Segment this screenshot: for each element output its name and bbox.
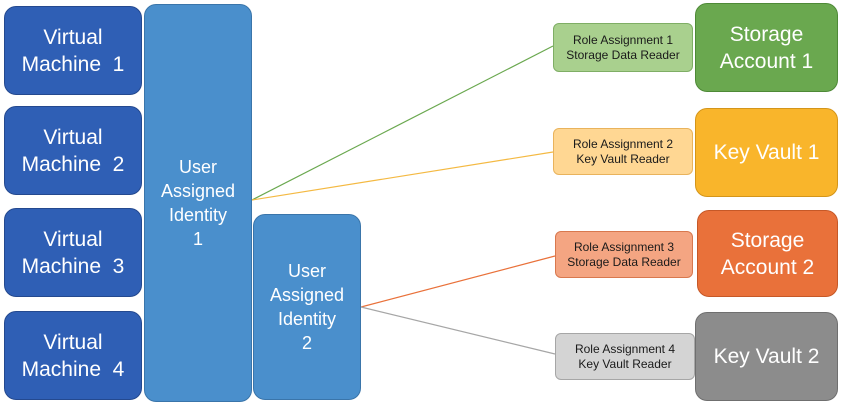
user-assigned-identity-1[interactable]: User Assigned Identity 1 — [144, 4, 252, 402]
vm-label-line2: Machine 3 — [21, 254, 125, 278]
resource-label-line1: Key Vault 2 — [713, 345, 820, 368]
role-assignment-2[interactable]: Role Assignment 2 Key Vault Reader — [553, 128, 693, 175]
user-assigned-identity-2[interactable]: User Assigned Identity 2 — [253, 214, 361, 400]
vm-label-line2: Machine 2 — [21, 152, 125, 176]
role-assignment-role: Key Vault Reader — [578, 356, 672, 371]
connector-identity1-role2 — [251, 151, 554, 201]
virtual-machine-3[interactable]: Virtual Machine 3 — [4, 208, 142, 297]
resource-label-line2: Account 2 — [720, 255, 815, 279]
vm-label-line1: Virtual — [43, 25, 103, 49]
virtual-machine-1[interactable]: Virtual Machine 1 — [4, 6, 142, 95]
storage-account-2[interactable]: Storage Account 2 — [697, 210, 838, 297]
storage-account-1[interactable]: Storage Account 1 — [695, 3, 838, 92]
resource-label-line1: Storage — [730, 228, 805, 252]
virtual-machine-4[interactable]: Virtual Machine 4 — [4, 311, 142, 400]
identity-label-line3: Identity — [277, 309, 337, 329]
virtual-machine-2[interactable]: Virtual Machine 2 — [4, 106, 142, 195]
key-vault-2[interactable]: Key Vault 2 — [695, 312, 838, 401]
identity-label-line4: 1 — [192, 229, 203, 249]
role-assignment-4[interactable]: Role Assignment 4 Key Vault Reader — [555, 333, 695, 380]
role-assignment-1[interactable]: Role Assignment 1 Storage Data Reader — [553, 23, 693, 72]
identity-label-line2: Assigned — [160, 181, 236, 201]
identity-label-line2: Assigned — [269, 285, 345, 305]
vm-label-line1: Virtual — [43, 227, 103, 251]
identity-label-line4: 2 — [301, 333, 312, 353]
role-assignment-title: Role Assignment 1 — [572, 32, 674, 47]
role-assignment-title: Role Assignment 4 — [574, 341, 676, 356]
role-assignment-role: Key Vault Reader — [576, 151, 670, 166]
identity-label-line1: User — [178, 157, 217, 177]
vm-label-line2: Machine 1 — [21, 52, 125, 76]
role-assignment-3[interactable]: Role Assignment 3 Storage Data Reader — [555, 231, 693, 278]
identity-label-line1: User — [287, 261, 326, 281]
resource-label-line1: Key Vault 1 — [713, 141, 820, 164]
role-assignment-role: Storage Data Reader — [567, 254, 681, 269]
vm-label-line1: Virtual — [43, 125, 103, 149]
role-assignment-title: Role Assignment 3 — [573, 239, 675, 254]
connector-identity2-role3 — [360, 255, 556, 308]
resource-label-line1: Storage — [729, 22, 804, 46]
role-assignment-role: Storage Data Reader — [566, 47, 680, 62]
vm-label-line2: Machine 4 — [21, 357, 125, 381]
key-vault-1[interactable]: Key Vault 1 — [695, 108, 838, 197]
identity-label-line3: Identity — [168, 205, 228, 225]
connector-identity1-role1 — [251, 45, 554, 201]
role-assignment-title: Role Assignment 2 — [572, 136, 674, 151]
vm-label-line1: Virtual — [43, 330, 103, 354]
connector-identity2-role4 — [360, 306, 556, 355]
resource-label-line2: Account 1 — [719, 49, 814, 73]
